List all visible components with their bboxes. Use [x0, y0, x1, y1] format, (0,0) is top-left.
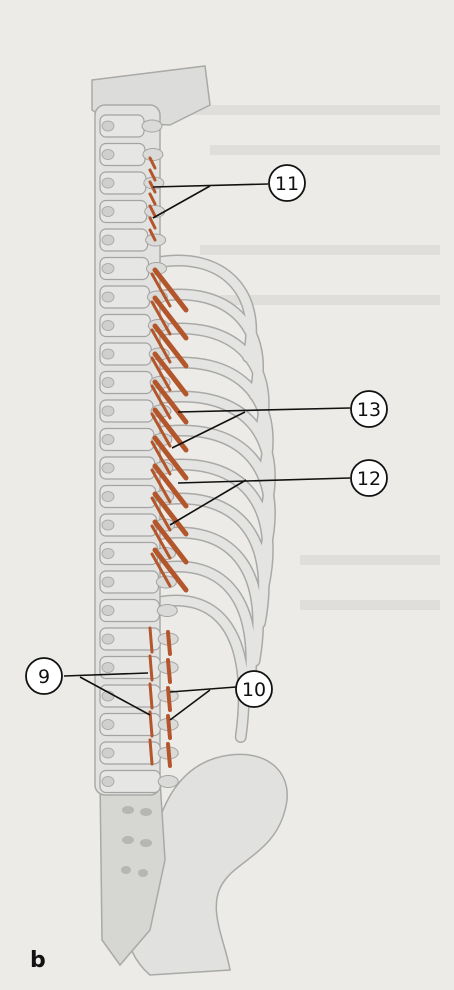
muscle-fiber: [166, 742, 172, 768]
spinous-process: [101, 633, 115, 645]
spinous-process: [101, 348, 115, 360]
back-muscles: [148, 156, 189, 768]
muscle-fiber: [166, 714, 172, 740]
muscle-fiber: [152, 267, 189, 313]
muscle-fiber: [148, 710, 154, 738]
panel-label: b: [30, 948, 46, 973]
callout-10: 10: [235, 670, 273, 708]
spinous-process: [101, 776, 115, 787]
muscle-fiber: [148, 216, 157, 230]
sacral-foramina: [121, 806, 152, 877]
muscle-fiber: [148, 192, 157, 206]
spinous-process: [101, 206, 115, 217]
spinous-process: [101, 719, 115, 730]
muscle-fiber: [150, 384, 172, 420]
spinous-process: [101, 377, 115, 388]
muscle-fiber: [150, 524, 172, 560]
muscle-fiber: [150, 468, 172, 504]
callout-12-label: 12: [357, 468, 381, 490]
spinous-process: [101, 320, 115, 331]
spinous-process: [101, 120, 115, 132]
muscle-fiber: [148, 626, 154, 654]
muscle-fiber: [152, 351, 189, 397]
muscle-fiber: [150, 272, 172, 308]
rib-fill: [155, 426, 275, 552]
spinous-process: [101, 747, 115, 759]
spinous-process: [101, 462, 115, 474]
muscle-fiber: [152, 547, 189, 593]
muscle-fiber: [150, 440, 172, 476]
muscle-fiber: [148, 228, 157, 242]
rib-fill: [155, 460, 273, 590]
spinous-process: [101, 548, 115, 559]
spinous-process: [101, 491, 115, 502]
muscle-fiber: [150, 412, 172, 448]
spinous-process: [101, 149, 115, 160]
rib-fill: [155, 562, 256, 704]
callout-11: 11: [268, 164, 306, 202]
pelvis: [124, 753, 288, 976]
transverse-process: [142, 148, 164, 161]
transverse-process: [141, 119, 163, 133]
muscle-fiber: [148, 738, 154, 766]
callout-11-label: 11: [275, 173, 299, 195]
spinous-process: [101, 177, 115, 189]
transverse-process: [157, 775, 179, 788]
muscle-fiber: [152, 379, 189, 425]
callout-9-label: 9: [38, 666, 50, 688]
muscle-fiber: [150, 356, 172, 392]
vertebrae: [99, 114, 179, 794]
background-bleed-lines: [180, 105, 440, 610]
callout-10-label: 10: [242, 679, 266, 701]
muscle-fiber: [166, 630, 172, 656]
muscle-fiber: [152, 519, 189, 565]
muscle-fiber: [150, 552, 172, 588]
spinous-process: [101, 434, 115, 445]
muscle-fiber: [148, 180, 157, 194]
leader-lines: [63, 183, 351, 721]
spinous-process: [101, 405, 115, 417]
muscle-fiber: [152, 295, 189, 341]
muscle-fiber: [166, 658, 172, 684]
callout-13-label: 13: [357, 399, 381, 421]
muscle-fiber: [148, 682, 154, 710]
spinous-process: [101, 662, 115, 673]
rib-fill: [155, 494, 269, 628]
muscle-fiber: [148, 654, 154, 682]
muscle-fiber: [148, 156, 157, 170]
spinous-process: [101, 234, 115, 246]
muscle-fiber: [148, 168, 157, 182]
muscle-fiber: [152, 463, 189, 509]
transverse-process: [156, 604, 178, 617]
spinous-process: [101, 605, 115, 616]
spinous-process: [101, 263, 115, 274]
callout-9: 9: [25, 657, 63, 695]
muscle-fiber: [166, 686, 172, 712]
spinous-process: [101, 519, 115, 531]
muscle-fiber: [152, 491, 189, 537]
muscle-fiber: [152, 323, 189, 369]
muscle-fiber: [152, 435, 189, 481]
rib-fill: [155, 392, 275, 514]
muscle-fiber: [150, 328, 172, 364]
muscle-fiber: [150, 496, 172, 532]
callout-13: 13: [350, 390, 388, 428]
muscle-fiber: [148, 204, 157, 218]
muscle-fiber: [150, 300, 172, 336]
callout-12: 12: [350, 459, 388, 497]
spinous-process: [101, 291, 115, 303]
spinous-process: [101, 576, 115, 588]
